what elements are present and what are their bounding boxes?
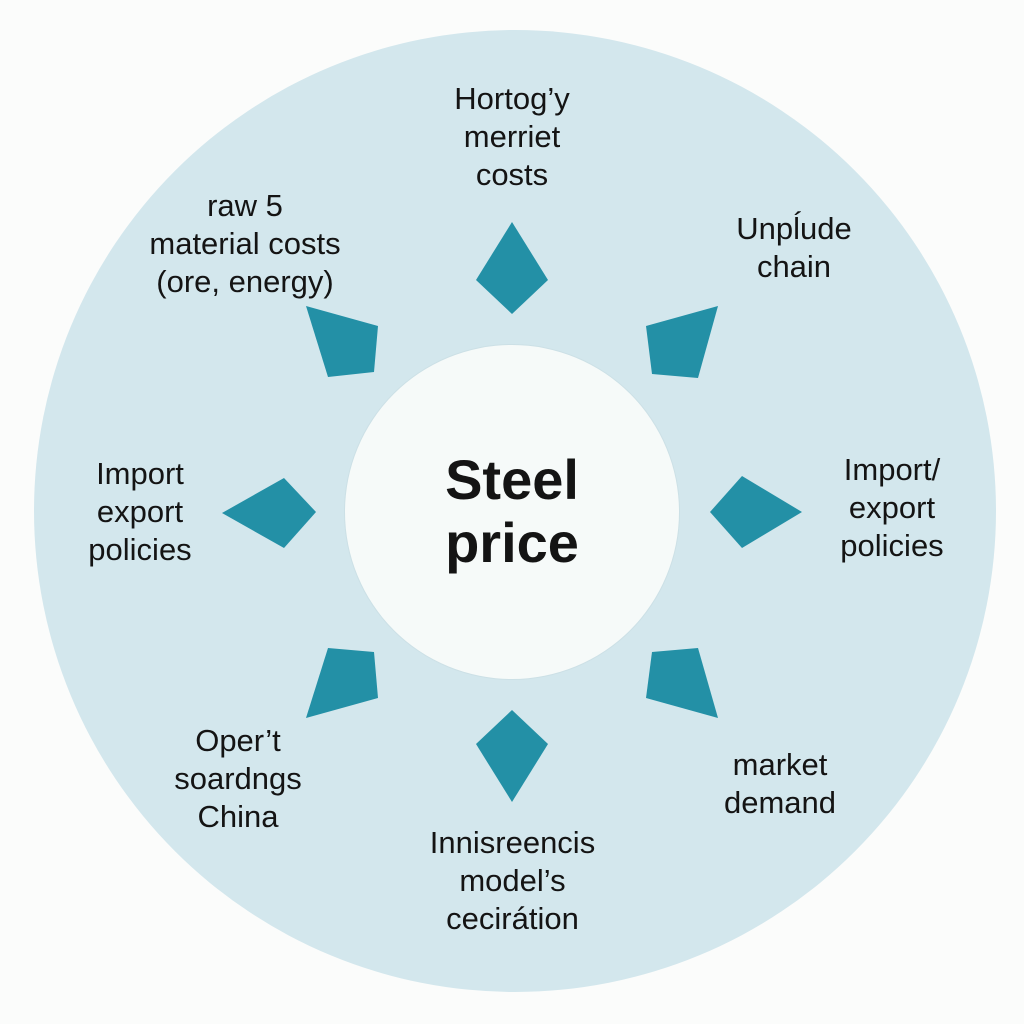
factor-left-line-2: export: [96, 493, 184, 529]
factor-bottom: Innisreencis model’s cecirátion: [390, 824, 635, 937]
factor-right-line-1: Import/: [843, 452, 941, 487]
factor-bottom-right-line-2: demand: [723, 784, 837, 820]
factor-bottom-right-line-1: market: [732, 747, 828, 782]
factor-top-line-3: costs: [475, 156, 549, 192]
pointer-top-left-icon: [306, 306, 378, 377]
pointer-bottom-icon: [476, 710, 548, 802]
factor-left-line-3: policies: [88, 531, 192, 567]
factor-top-left-line-2: material costs: [149, 225, 341, 261]
center-title: Steel price: [445, 449, 579, 574]
factor-left: Import export policies: [60, 455, 220, 568]
factor-bottom-line-1: Innisreencis: [429, 825, 596, 860]
factor-right-line-3: policies: [840, 527, 944, 563]
factor-bottom-left-line-3: China: [197, 798, 279, 834]
pointer-top-right-icon: [646, 306, 718, 378]
factor-bottom-left-line-2: soardngs: [174, 760, 302, 796]
factor-bottom-right: market demand: [700, 746, 860, 822]
factor-left-line-1: Import: [96, 456, 184, 491]
center-circle: Steel price: [345, 345, 679, 679]
pointer-right-icon: [710, 476, 802, 548]
pointer-top-icon: [476, 222, 548, 314]
center-title-line-1: Steel: [445, 448, 579, 512]
center-title-line-2: price: [445, 511, 579, 574]
factor-bottom-left-line-1: Oper’t: [195, 723, 281, 758]
factor-top-right-line-1: Unpĺude: [736, 211, 852, 246]
factor-top-right-line-2: chain: [756, 248, 832, 284]
factor-bottom-line-3: cecirátion: [446, 900, 579, 936]
factor-top-left-line-1: raw 5: [207, 188, 283, 223]
factor-top-line-2: merriet: [463, 118, 561, 154]
factor-top-right: Unpĺude chain: [708, 210, 880, 286]
factor-bottom-line-2: model’s: [459, 862, 566, 898]
pointer-left-icon: [222, 478, 316, 548]
factor-top-left: raw 5 material costs (ore, energy): [110, 187, 380, 300]
factor-top-line-1: Hortog’y: [454, 81, 570, 116]
factor-bottom-left: Oper’t soardngs China: [148, 722, 328, 835]
factor-right-line-2: export: [848, 489, 936, 525]
pointer-bottom-left-icon: [306, 648, 378, 718]
factor-top-left-line-3: (ore, energy): [156, 263, 334, 299]
pointer-bottom-right-icon: [646, 648, 718, 718]
factor-right: Import/ export policies: [812, 451, 972, 564]
factor-top: Hortog’y merriet costs: [392, 80, 632, 193]
